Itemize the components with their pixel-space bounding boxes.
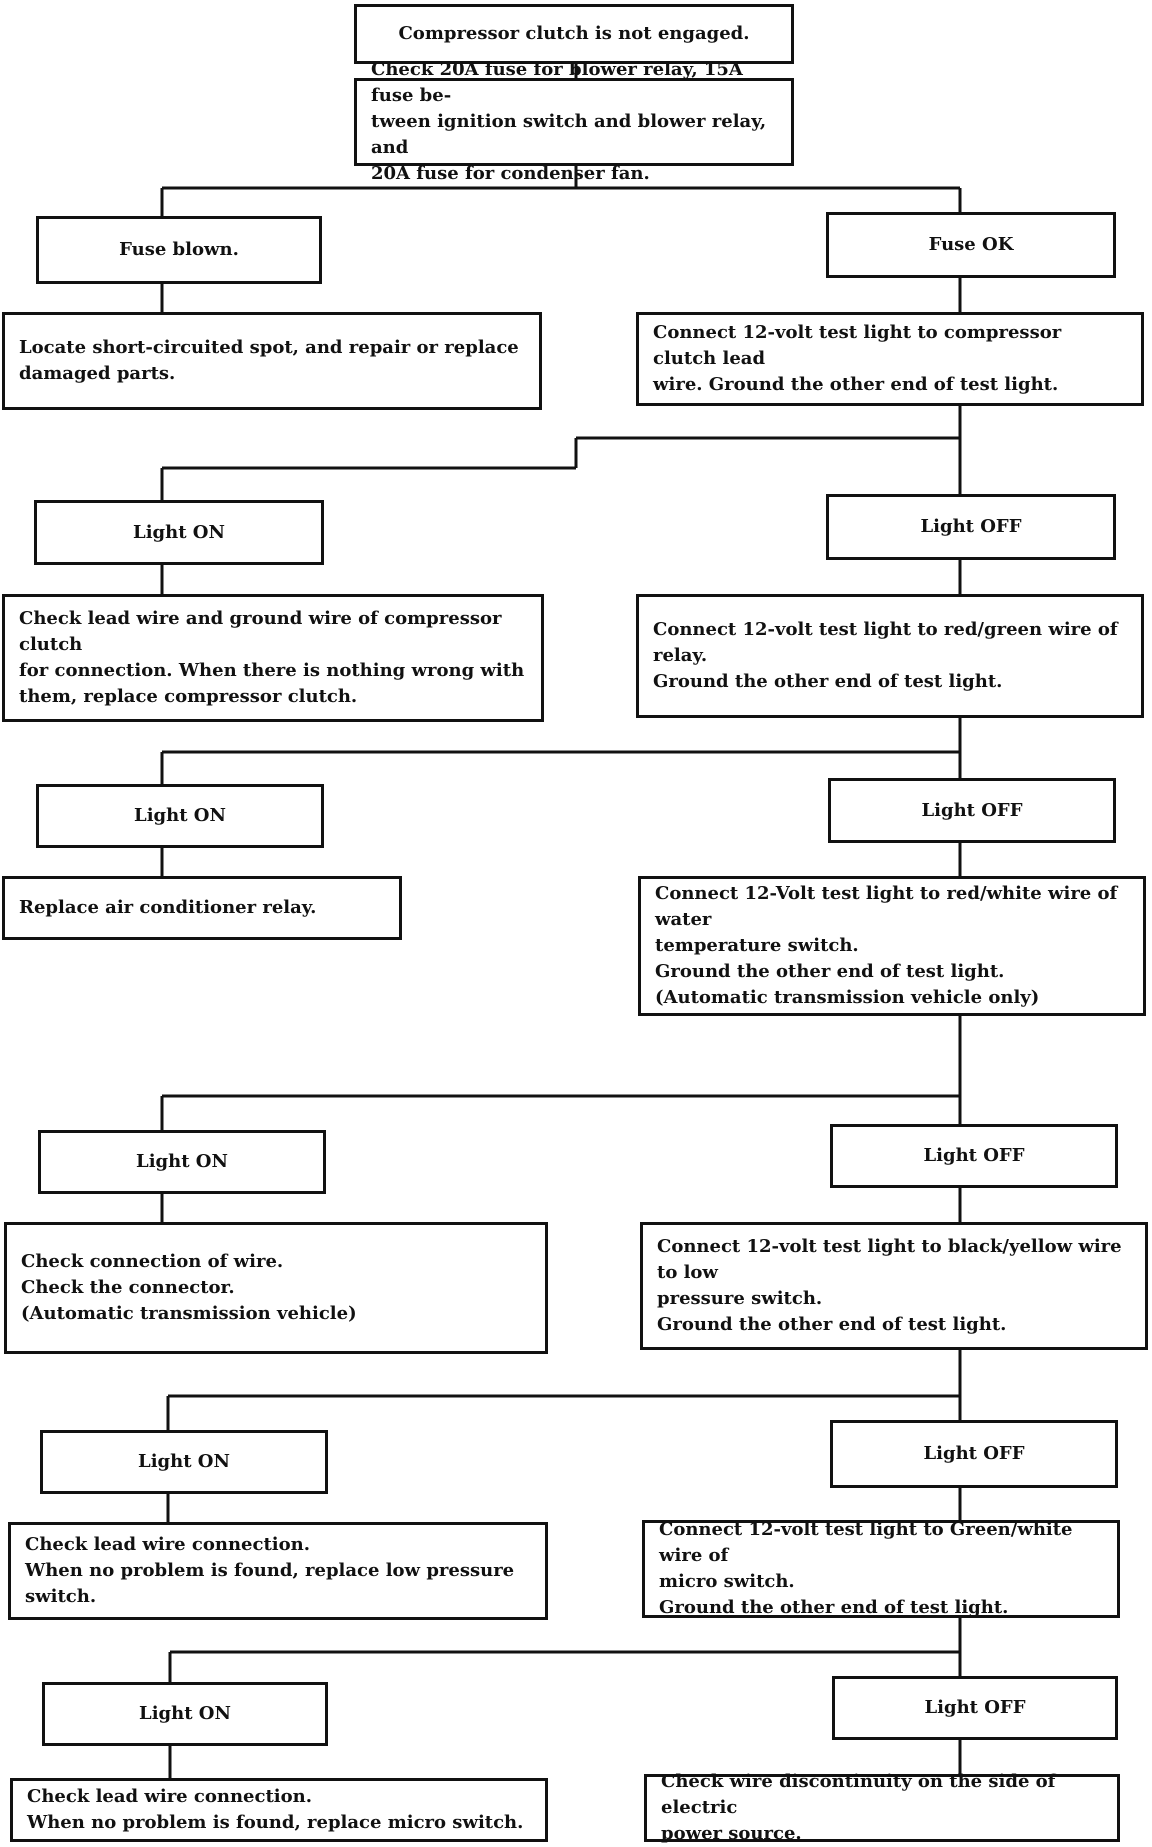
start-box: Compressor clutch is not engaged. xyxy=(354,4,794,64)
step4-test-box: Connect 12-volt test light to black/yell… xyxy=(640,1222,1148,1350)
step4-on-action-box: Check lead wire connection. When no prob… xyxy=(8,1522,548,1620)
step5-light-on-box: Light ON xyxy=(42,1682,328,1746)
repair-short-box: Locate short-circuited spot, and repair … xyxy=(2,312,542,410)
step1-light-on-box: Light ON xyxy=(34,500,324,565)
step1-on-action-box: Check lead wire and ground wire of compr… xyxy=(2,594,544,722)
step2-light-on-box: Light ON xyxy=(36,784,324,848)
step3-light-off-box: Light OFF xyxy=(830,1124,1118,1188)
step3-test-box: Connect 12-Volt test light to red/white … xyxy=(638,876,1146,1016)
step2-light-off-box: Light OFF xyxy=(828,778,1116,843)
check-fuses-box: Check 20A fuse for blower relay, 15A fus… xyxy=(354,59,794,184)
step3-light-on-box: Light ON xyxy=(38,1130,326,1194)
step2-on-action-box: Replace air conditioner relay. xyxy=(2,876,402,940)
step3-on-action-box: Check connection of wire. Check the conn… xyxy=(4,1222,548,1354)
step2-test-box: Connect 12-volt test light to red/green … xyxy=(636,594,1144,718)
step5-on-action-box: Check lead wire connection. When no prob… xyxy=(10,1778,548,1842)
step5-off-action-box: Check wire discontinuity on the side of … xyxy=(644,1771,1120,1844)
step5-light-off-box: Light OFF xyxy=(832,1676,1118,1740)
step5-test-box: Connect 12-volt test light to Green/whit… xyxy=(642,1519,1120,1618)
step4-light-off-box: Light OFF xyxy=(830,1420,1118,1488)
fuse-ok-box: Fuse OK xyxy=(826,212,1116,278)
step1-light-off-box: Light OFF xyxy=(826,494,1116,560)
step1-test-box: Connect 12-volt test light to compressor… xyxy=(636,312,1144,406)
fuse-blown-box: Fuse blown. xyxy=(36,216,322,284)
step4-light-on-box: Light ON xyxy=(40,1430,328,1494)
